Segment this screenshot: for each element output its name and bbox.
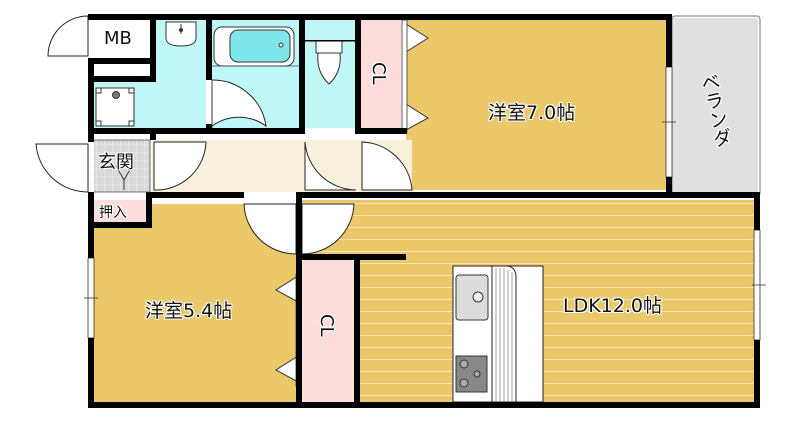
storage-label: 押入: [99, 205, 127, 221]
storage: [94, 200, 150, 222]
washbasin: [165, 21, 197, 47]
bathtub: [213, 26, 295, 67]
closet-2: [302, 258, 354, 402]
meter-box: [94, 20, 150, 60]
entrance: [94, 140, 150, 192]
western-room-2: [94, 204, 296, 402]
entrance-label: 玄関: [98, 152, 134, 173]
gas-stove: [455, 355, 488, 393]
toilet: [315, 40, 343, 85]
closet-2-label: CL: [316, 314, 337, 337]
closet-1: [360, 20, 401, 128]
western-room-1-label: 洋室7.0帖: [488, 102, 576, 124]
kitchen-sink: [455, 274, 489, 321]
washing-machine-pan: [95, 87, 135, 127]
western-room-2-label: 洋室5.4帖: [145, 300, 233, 322]
balcony: [671, 15, 761, 197]
closet-1-label: CL: [368, 62, 389, 85]
meter-box-label: MB: [104, 28, 132, 49]
ldk-label: LDK12.0帖: [563, 295, 662, 317]
western-room-1: [406, 20, 666, 190]
